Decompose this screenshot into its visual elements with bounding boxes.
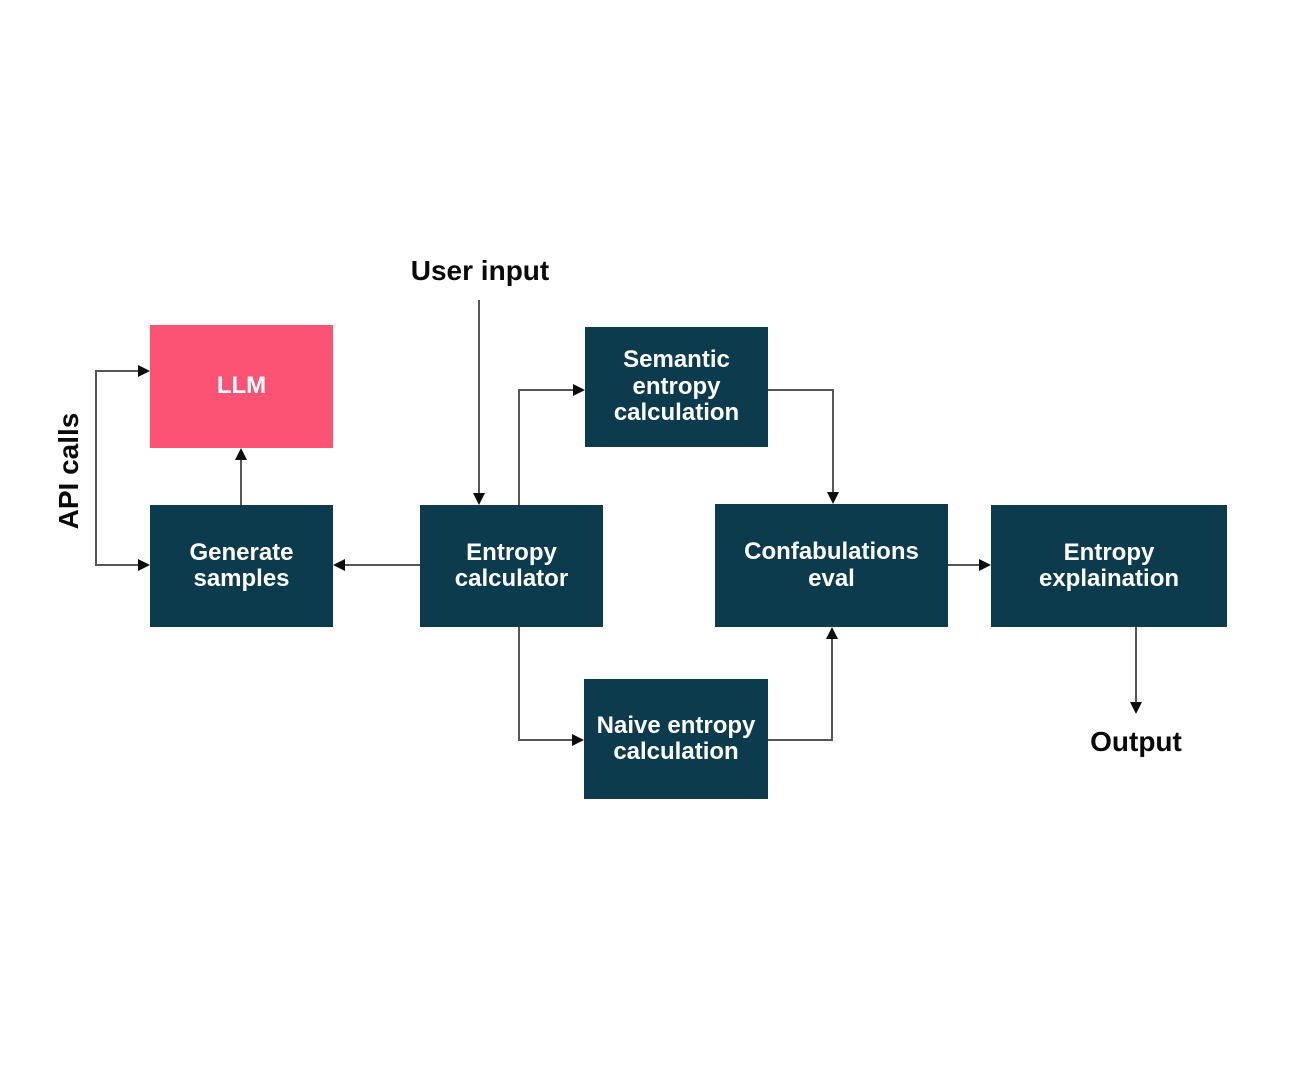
node-entropy-explaination: Entropy explaination <box>991 505 1227 627</box>
arrowhead-output <box>1130 702 1142 714</box>
output-label: Output <box>1090 726 1182 757</box>
node-confabulations-eval: Confabulations eval <box>715 504 948 627</box>
node-naive-entropy-label: Naive entropy calculation <box>596 711 756 765</box>
edge-semantic-to-confabulations <box>768 389 834 492</box>
node-entropy-explaination-label: Entropy explaination <box>1038 538 1180 592</box>
node-entropy-calculator-label: Entropy calculator <box>454 538 569 592</box>
arrowhead-into-explaination-left <box>979 559 991 571</box>
node-generate-samples: Generate samples <box>150 505 333 627</box>
node-naive-entropy-calculation: Naive entropy calculation <box>584 679 768 799</box>
arrowhead-into-confabulations-bottom <box>826 627 838 639</box>
node-semantic-entropy-calculation: Semantic entropy calculation <box>585 327 768 447</box>
arrowhead-into-generate-samples-left <box>138 559 150 571</box>
edge-entropy-calculator-to-naive <box>518 627 572 741</box>
arrowhead-into-naive-left <box>572 734 584 746</box>
node-llm: LLM <box>150 325 333 448</box>
arrowhead-into-semantic-left <box>573 384 585 396</box>
arrowhead-into-confabulations-top <box>827 492 839 504</box>
arrowhead-into-entropy-calculator-top <box>473 493 485 505</box>
node-llm-label: LLM <box>216 372 267 400</box>
arrowhead-into-llm-bottom <box>235 448 247 460</box>
node-confabulations-eval-label: Confabulations eval <box>744 538 919 592</box>
user-input-label: User input <box>410 255 550 286</box>
node-semantic-entropy-label: Semantic entropy calculation <box>613 346 740 427</box>
node-generate-samples-label: Generate samples <box>189 538 294 592</box>
edge-api-calls-bracket <box>95 370 138 566</box>
edge-entropy-calculator-to-semantic <box>518 389 573 505</box>
node-entropy-calculator: Entropy calculator <box>420 505 603 627</box>
api-calls-label: API calls <box>53 412 84 530</box>
arrowhead-into-generate-samples-right <box>333 559 345 571</box>
edge-naive-to-confabulations <box>768 639 833 741</box>
arrowhead-into-llm <box>138 365 150 377</box>
